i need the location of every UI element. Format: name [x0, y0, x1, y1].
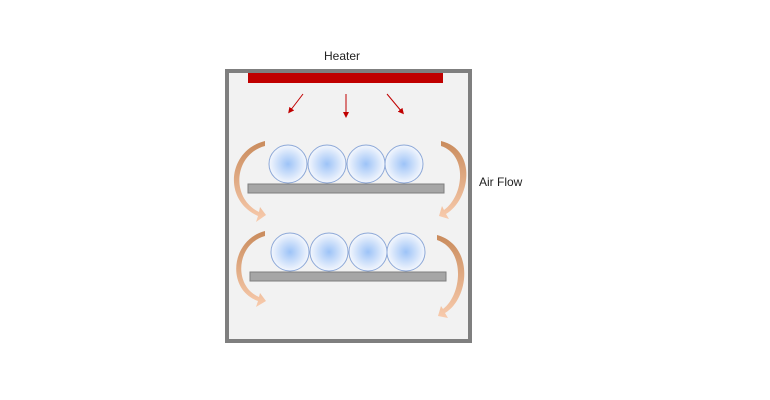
air-flow-arrow-lower-left: [236, 231, 266, 307]
item-circle: [386, 232, 426, 272]
air-flow-arrows: [233, 141, 467, 318]
item-circle: [268, 144, 308, 184]
item-circle: [309, 232, 349, 272]
item-circle: [348, 232, 388, 272]
air-flow-arrow-lower-right: [437, 235, 465, 318]
heat-arrows: [288, 93, 404, 118]
air-flow-arrow-upper-right: [439, 141, 467, 219]
air-flow-arrow-upper-left: [233, 141, 266, 222]
item-circle: [270, 232, 310, 272]
heater-label: Heater: [324, 49, 361, 63]
heat-arrow: [288, 93, 304, 114]
heater-bar: [248, 73, 443, 83]
upper-tray: [247, 183, 445, 194]
lower-tray-group: [249, 232, 447, 282]
upper-tray-group: [247, 144, 445, 194]
item-circle: [384, 144, 424, 184]
lower-tray: [249, 271, 447, 282]
item-circle: [346, 144, 386, 184]
item-circle: [307, 144, 347, 184]
heat-arrow: [386, 93, 404, 115]
air-flow-label: Air Flow: [479, 175, 523, 189]
